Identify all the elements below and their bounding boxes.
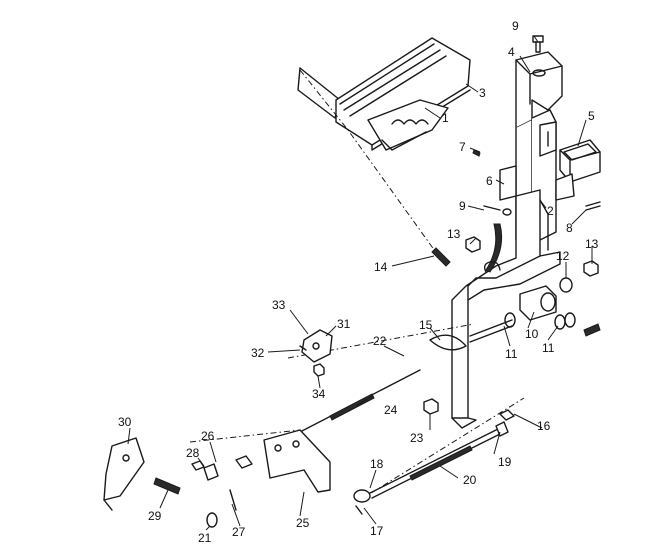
callout-19: 19 — [498, 455, 512, 469]
callout-23: 23 — [410, 431, 424, 445]
callout-27: 27 — [232, 525, 246, 539]
callout-33: 33 — [272, 298, 286, 312]
rail-assembly — [297, 37, 471, 259]
spring-14 — [431, 247, 451, 267]
callout-13-right: 13 — [585, 237, 599, 251]
lever-arm — [451, 189, 561, 429]
callout-8: 8 — [566, 221, 573, 235]
callout-16: 16 — [537, 419, 551, 433]
bracket-31 — [299, 329, 333, 377]
callout-31: 31 — [337, 317, 351, 331]
callout-20: 20 — [463, 473, 477, 487]
bolt-8 — [585, 201, 601, 211]
cap — [559, 139, 601, 183]
callout-15: 15 — [419, 318, 433, 332]
callout-labels: 1 2 3 4 5 6 7 8 9 9 10 11 11 12 13 13 14… — [118, 19, 599, 545]
callout-4: 4 — [508, 45, 515, 59]
callout-3: 3 — [479, 86, 486, 100]
callout-9-top: 9 — [512, 19, 519, 33]
callout-6: 6 — [486, 174, 493, 188]
callout-5: 5 — [588, 109, 595, 123]
callout-22: 22 — [373, 334, 387, 348]
callout-17: 17 — [370, 524, 384, 538]
callout-21: 21 — [198, 531, 212, 545]
nut-13-left — [465, 236, 481, 253]
callout-9-mid: 9 — [459, 199, 466, 213]
screw-9-top — [532, 35, 544, 53]
washer-12 — [559, 277, 573, 293]
connector-parts — [191, 455, 253, 528]
callout-32: 32 — [251, 346, 265, 360]
callout-24: 24 — [384, 403, 398, 417]
callout-18: 18 — [370, 457, 384, 471]
callout-1: 1 — [442, 111, 449, 125]
callout-11-right: 11 — [542, 341, 555, 355]
callout-11-left: 11 — [505, 347, 518, 361]
callout-14: 14 — [374, 260, 388, 274]
nut-23 — [423, 398, 439, 415]
callout-26: 26 — [201, 429, 215, 443]
bracket-plate — [472, 121, 575, 201]
callout-13-left: 13 — [447, 227, 461, 241]
callout-2: 2 — [547, 204, 554, 218]
leader-lines — [127, 35, 593, 531]
spring-29 — [153, 477, 181, 495]
callout-30: 30 — [118, 415, 132, 429]
callout-28: 28 — [186, 446, 200, 460]
callout-34: 34 — [312, 387, 326, 401]
callout-7: 7 — [459, 140, 466, 154]
callout-10: 10 — [525, 327, 539, 341]
callout-29: 29 — [148, 509, 162, 523]
screw-9-mid — [483, 205, 512, 216]
bracket-30 — [103, 437, 145, 511]
rod-20 — [353, 427, 505, 515]
bracket-25 — [263, 429, 331, 493]
cable-24 — [299, 369, 421, 433]
link-16 — [495, 409, 515, 437]
pivot-10 — [504, 285, 601, 337]
wire-coil — [485, 223, 503, 273]
callout-12: 12 — [556, 249, 570, 263]
nut-13-right — [583, 260, 599, 277]
clip-15 — [429, 334, 467, 351]
callout-25: 25 — [296, 516, 310, 530]
